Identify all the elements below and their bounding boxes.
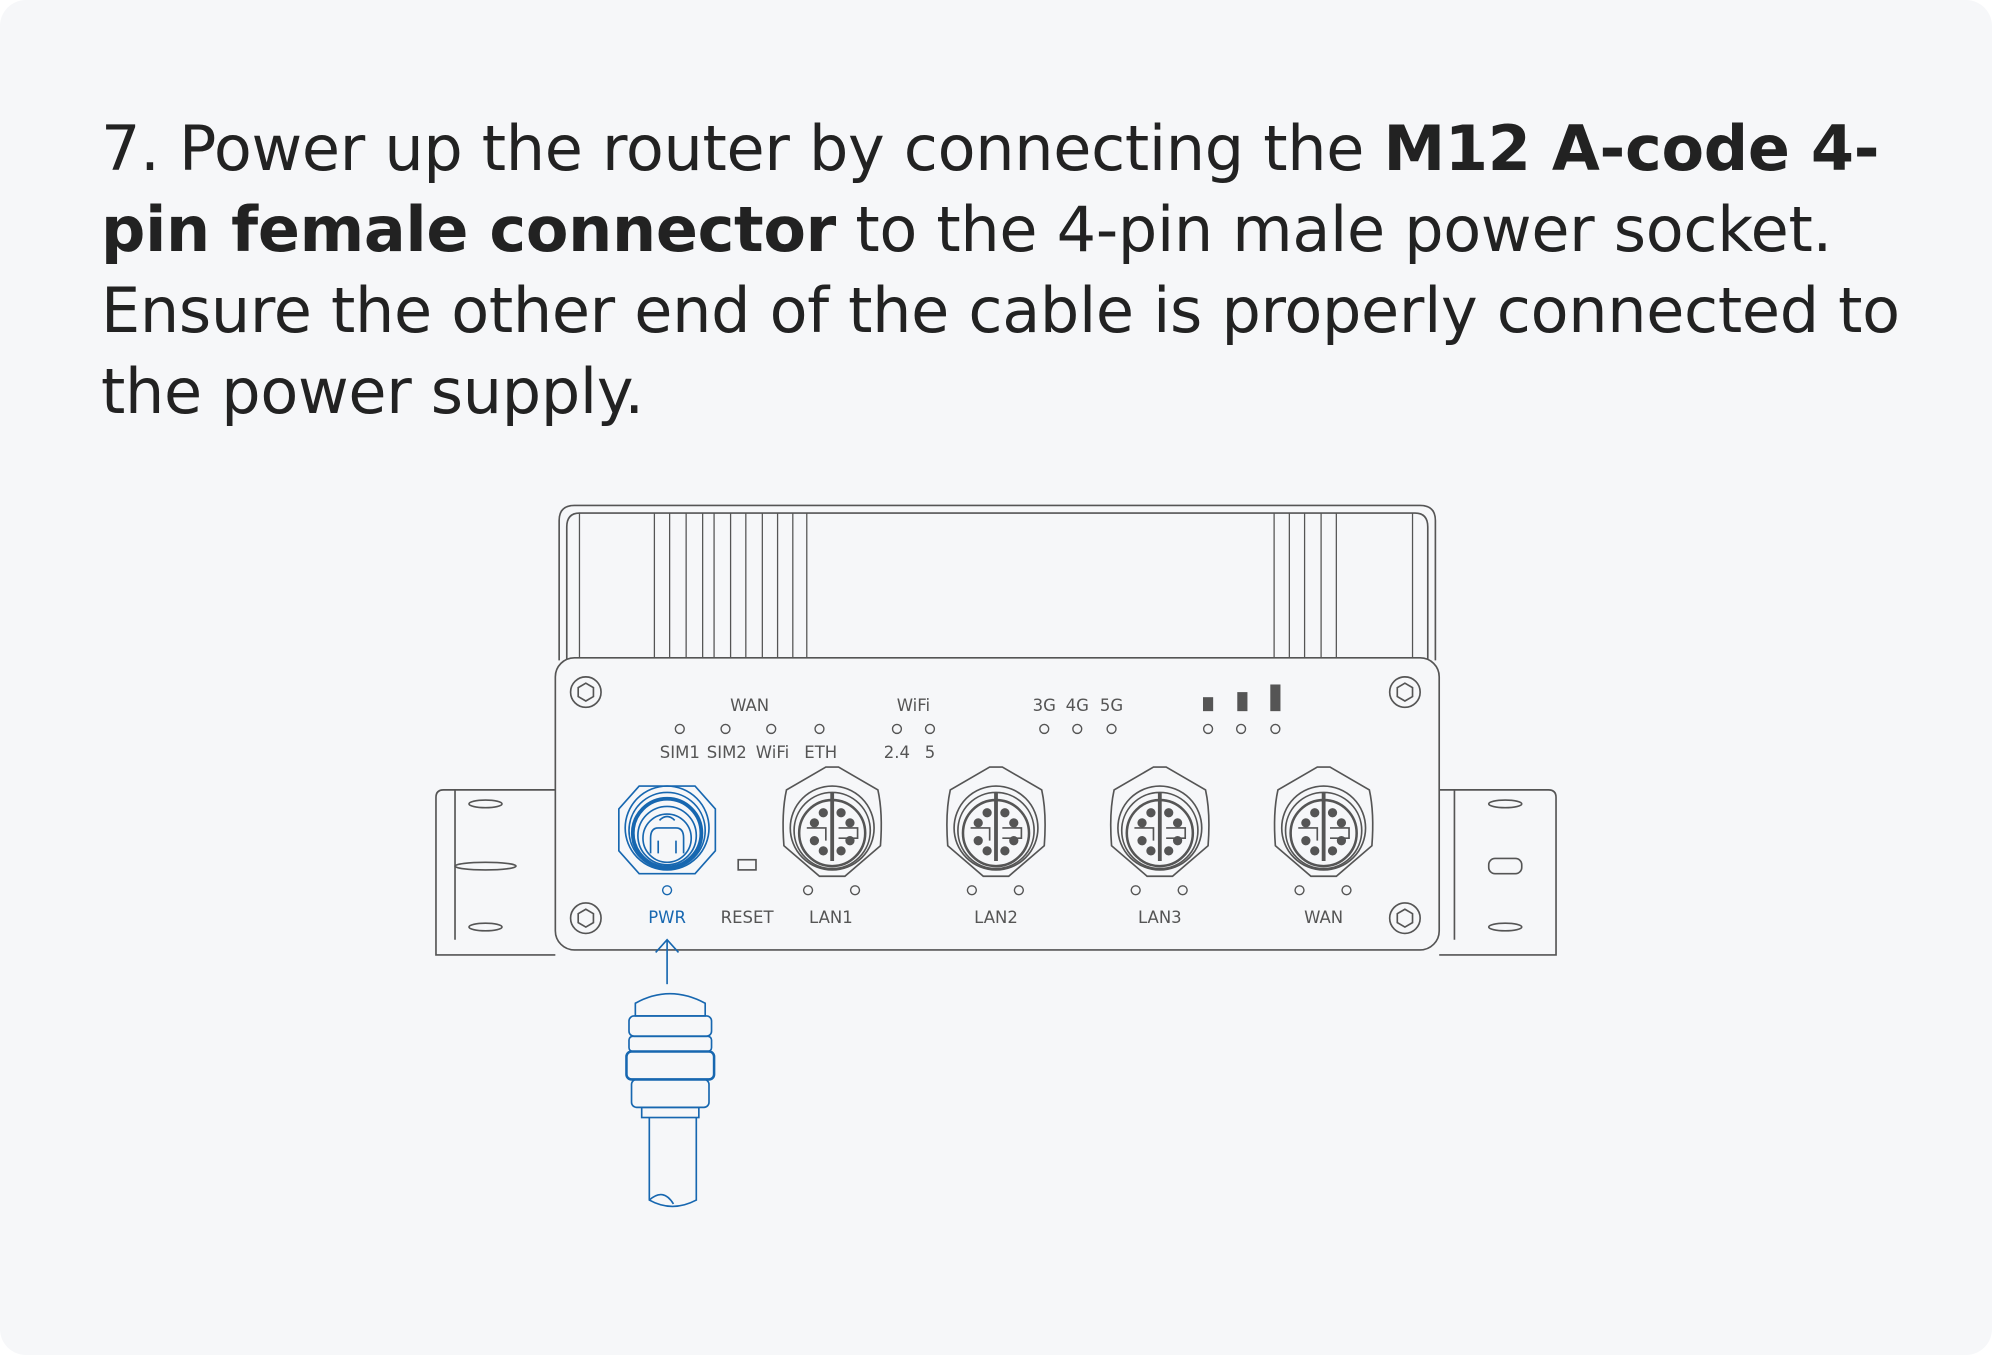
power-cable-connector — [625, 993, 716, 1208]
led-label-2-4ghz: 2.4 — [884, 743, 910, 762]
screw-icon — [569, 676, 1421, 935]
step-number: 7. — [101, 112, 160, 185]
led-label-4g: 4G — [1066, 696, 1089, 715]
signal-strength-icon — [1202, 684, 1281, 712]
led-label-5g: 5G — [1100, 696, 1123, 715]
port-label-lan3: LAN3 — [1138, 908, 1182, 927]
right-bracket — [1439, 789, 1557, 956]
led-label-sim1: SIM1 — [660, 743, 700, 762]
left-bracket — [435, 789, 556, 956]
instruction-part: Power up the router by connecting the — [159, 112, 1384, 185]
led-label-wifi: WiFi — [756, 743, 789, 762]
led-indicator — [661, 723, 1352, 896]
wan-led-group-label: WAN — [730, 696, 769, 715]
arrow-up-icon — [655, 938, 680, 985]
port-label-pwr: PWR — [648, 908, 686, 927]
instruction-part: to the 4-pin male power socket. Ensure t… — [101, 193, 1900, 428]
led-label-sim2: SIM2 — [707, 743, 747, 762]
ethernet-port-lan1[interactable] — [782, 766, 883, 878]
led-label-5ghz: 5 — [925, 743, 936, 762]
router-housing — [435, 504, 1557, 956]
reset-button[interactable] — [737, 858, 757, 871]
port-label-lan1: LAN1 — [809, 908, 853, 927]
port-label-lan2: LAN2 — [974, 908, 1018, 927]
led-label-3g: 3G — [1033, 696, 1056, 715]
led-label-eth: ETH — [804, 743, 837, 762]
port-label-wan: WAN — [1304, 908, 1343, 927]
port-label-reset: RESET — [721, 908, 775, 927]
wifi-led-group-label: WiFi — [897, 696, 930, 715]
instruction-text: 7. Power up the router by connecting the… — [101, 108, 1961, 432]
connector-name: M12 A-code 4-pin female connector — [101, 112, 1880, 266]
ethernet-port-wan[interactable] — [1273, 766, 1374, 878]
ethernet-port-lan2[interactable] — [946, 766, 1046, 878]
ethernet-port-lan3[interactable] — [1109, 766, 1210, 878]
power-socket[interactable] — [618, 785, 717, 875]
